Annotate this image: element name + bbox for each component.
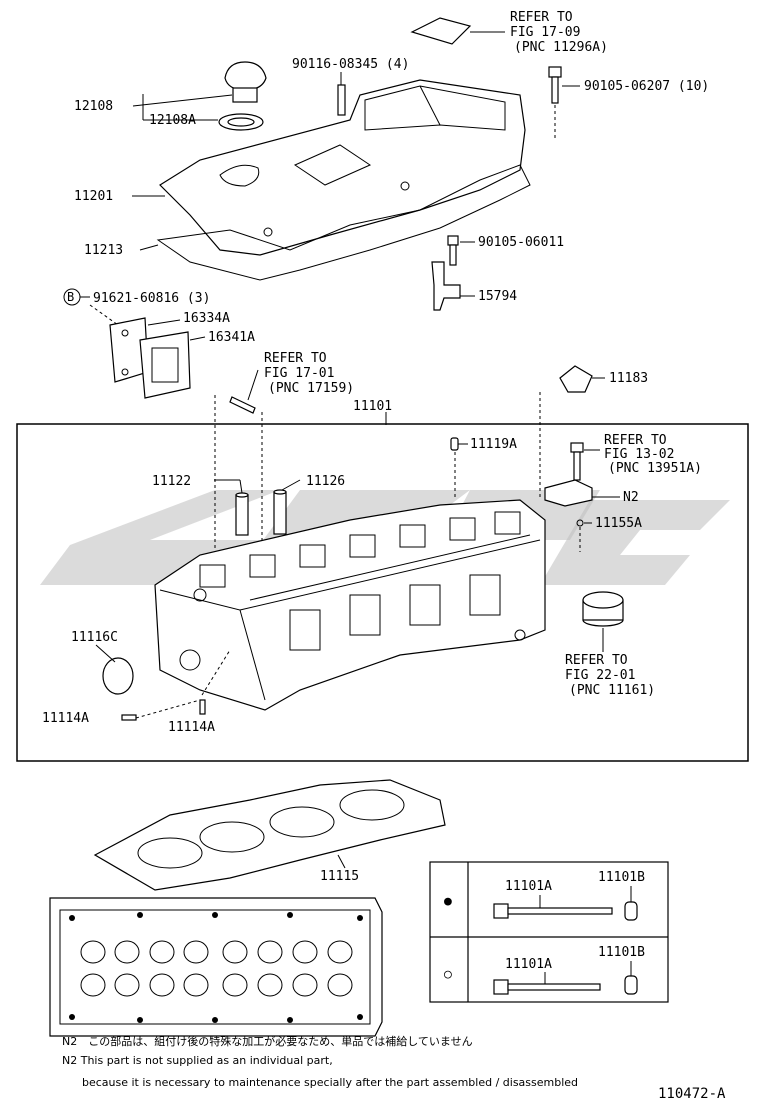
- label-90105-06207: 90105-06207 (10): [584, 79, 709, 94]
- guide-11122: 11122: [152, 474, 249, 536]
- bolt-shank-icon: [507, 983, 601, 991]
- note-en-2: because it is necessary to maintenance s…: [82, 1076, 578, 1089]
- circle-b-label: B: [67, 290, 74, 304]
- label-11126: 11126: [306, 474, 345, 489]
- ref-17-01-line2: FIG 17-01: [264, 366, 334, 381]
- sensor-15794: 15794: [431, 261, 517, 311]
- ref-13-02-line2: FIG 13-02: [604, 447, 674, 462]
- label-11101: 11101: [353, 399, 392, 414]
- note-jp: N2 この部品は、組付け後の特殊な加工が必要なため、単品では補給していません: [62, 1034, 473, 1048]
- ref-17-01-line3: (PNC 17159): [268, 381, 354, 396]
- table-row2-bolt: 11101A: [505, 957, 552, 972]
- stud-ref-17-01: REFER TO FIG 17-01 (PNC 17159): [229, 351, 354, 414]
- label-16334A: 16334A: [183, 311, 230, 326]
- bolt-ref-13-02: REFER TO FIG 13-02 (PNC 13951A): [570, 433, 702, 481]
- ref-17-09-line2: FIG 17-09: [510, 25, 580, 40]
- cylinder-head: [154, 499, 546, 711]
- label-11114A-2: 11114A: [168, 720, 215, 735]
- table-row2-marker: ○: [444, 967, 452, 982]
- label-11183: 11183: [609, 371, 648, 386]
- bolt-head-icon: [493, 979, 509, 995]
- label-12108A: 12108A: [149, 113, 196, 128]
- head-bottom-view: [49, 897, 383, 1037]
- label-11155A: 11155A: [595, 516, 642, 531]
- ref-17-01-line1: REFER TO: [264, 351, 327, 366]
- ref-tag-17-09: REFER TO FIG 17-09 (PNC 11296A): [410, 10, 608, 55]
- label-11116C: 11116C: [71, 630, 118, 645]
- pin-11155A: 11155A: [576, 516, 642, 552]
- gasket-16341A: 16341A: [139, 330, 255, 399]
- bolt-shank-icon: [507, 907, 613, 915]
- bracket-n2: N2: [544, 479, 639, 507]
- oil-filler-cap: 12108 12108A: [74, 61, 267, 131]
- table-row1-bolt: 11101A: [505, 879, 552, 894]
- pin-11114A-right: 11114A: [168, 649, 231, 735]
- cylinder-head-cover: 11201: [74, 79, 526, 256]
- figure-id: 110472-A: [658, 1086, 726, 1102]
- label-11213: 11213: [84, 243, 123, 258]
- ref-22-01-line1: REFER TO: [565, 653, 628, 668]
- stud-90116: 90116-08345 (4): [292, 57, 409, 116]
- label-16341A: 16341A: [208, 330, 255, 345]
- label-11114A-1: 11114A: [42, 711, 89, 726]
- ref-17-09-line3: (PNC 11296A): [514, 40, 608, 55]
- label-11201: 11201: [74, 189, 113, 204]
- bolt-table: ● 11101A 11101B ○ 11101A 11101B: [429, 861, 669, 1003]
- label-12108: 12108: [74, 99, 113, 114]
- part-11183: 11183: [539, 365, 648, 500]
- washer-icon: [624, 901, 638, 921]
- ref-13-02-line1: REFER TO: [604, 433, 667, 448]
- label-15794: 15794: [478, 289, 517, 304]
- plate-16334A: 16334A: [109, 311, 230, 383]
- head-gasket: 11115: [93, 779, 446, 891]
- label-n2: N2: [623, 490, 639, 505]
- head-cover-gasket: 11213: [84, 164, 531, 281]
- ref-22-01-line3: (PNC 11161): [569, 683, 655, 698]
- bolt-head-icon: [493, 903, 509, 919]
- note-en-1: N2 This part is not supplied as an indiv…: [62, 1054, 333, 1067]
- bolt-90105-06011: 90105-06011: [447, 235, 564, 266]
- bolt-90105-06207: 90105-06207 (10): [548, 66, 709, 140]
- ref-22-01-line2: FIG 22-01: [565, 668, 635, 683]
- table-row1-marker: ●: [444, 894, 452, 909]
- washer-icon: [624, 975, 638, 995]
- ref-17-09-line1: REFER TO: [510, 10, 573, 25]
- bolt-91621: B 91621-60816 (3): [63, 288, 210, 331]
- label-91621: 91621-60816 (3): [93, 291, 210, 306]
- plug-11119A: 11119A: [450, 437, 517, 500]
- label-90116: 90116-08345 (4): [292, 57, 409, 72]
- pin-11114A-left: 11114A: [42, 699, 201, 726]
- ref-13-02-line3: (PNC 13951A): [608, 461, 702, 476]
- table-row1-washer: 11101B: [598, 870, 645, 885]
- label-90105-06011: 90105-06011: [478, 235, 564, 250]
- label-11115: 11115: [320, 869, 359, 884]
- label-11122: 11122: [152, 474, 191, 489]
- guide-11126: 11126: [273, 474, 345, 535]
- ref-22-01-cap: REFER TO FIG 22-01 (PNC 11161): [565, 591, 655, 698]
- table-row2-washer: 11101B: [598, 945, 645, 960]
- plug-11116C: 11116C: [71, 630, 134, 695]
- cylinder-head-box: [16, 423, 749, 762]
- label-11119A: 11119A: [470, 437, 517, 452]
